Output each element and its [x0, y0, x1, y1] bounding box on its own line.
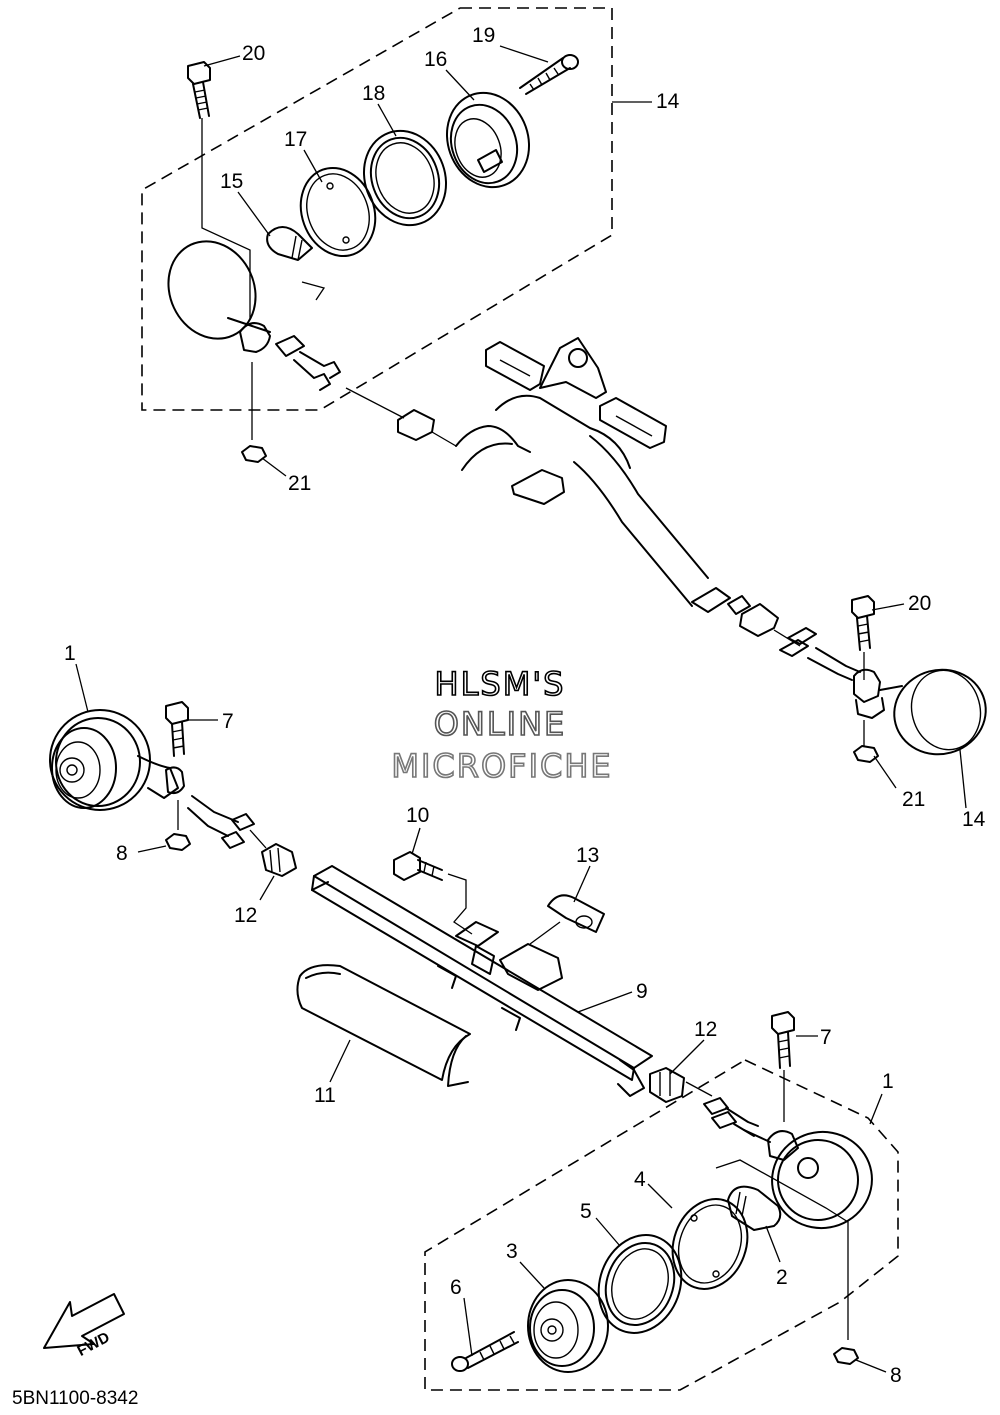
signal-bracket-rear — [455, 337, 731, 613]
wire-path-right — [727, 595, 861, 681]
wires-left — [187, 795, 267, 849]
bolt-20-upper — [187, 61, 251, 320]
watermark-line-2: ONLINE — [434, 705, 567, 743]
watermark: HLSM'S ONLINE MICROFICHE — [391, 664, 612, 786]
nut-8-right — [833, 1347, 859, 1365]
rim-5 — [597, 1234, 683, 1334]
callout-8-left: 8 — [116, 842, 128, 865]
callout-8-right: 8 — [890, 1364, 902, 1387]
callout-1-left: 1 — [64, 642, 76, 665]
bulb-2 — [727, 1185, 782, 1263]
callout-18: 18 — [362, 82, 385, 105]
callout-21-upper: 21 — [288, 472, 311, 495]
callout-3: 3 — [506, 1240, 518, 1263]
callout-6: 6 — [450, 1276, 462, 1299]
nut-8-left — [165, 800, 191, 851]
nut-21-upper — [241, 362, 267, 463]
callout-13: 13 — [576, 844, 599, 867]
callout-5: 5 — [580, 1200, 592, 1223]
callout-12-right: 12 — [694, 1018, 717, 1041]
screw-6 — [451, 1331, 519, 1372]
gasket-17 — [299, 166, 377, 258]
callout-10: 10 — [406, 804, 429, 827]
callout-21-right: 21 — [902, 788, 925, 811]
callout-leaders — [75, 45, 967, 1373]
grommet-12-right — [649, 1067, 713, 1103]
lens-3 — [527, 1279, 609, 1373]
nut-21-right — [853, 745, 879, 763]
front-signal-1-left — [49, 709, 185, 811]
watermark-line-3: MICROFICHE — [391, 747, 612, 785]
callout-14-right: 14 — [962, 808, 986, 831]
callout-14-upper: 14 — [656, 90, 680, 113]
assembly-boundary-lower — [424, 1059, 899, 1391]
wire-path-upper — [345, 387, 457, 447]
callout-16: 16 — [424, 48, 447, 71]
signal-housing-14-upper — [167, 240, 341, 391]
bulb-15 — [266, 226, 326, 301]
callout-9: 9 — [636, 980, 648, 1003]
bolt-20-right — [851, 595, 875, 680]
callout-20-right: 20 — [908, 592, 931, 615]
grommet-12-left — [261, 843, 297, 877]
callout-19: 19 — [472, 24, 495, 47]
fwd-arrow-icon — [43, 1293, 125, 1349]
screw-19 — [519, 54, 579, 95]
callout-2: 2 — [776, 1266, 788, 1289]
signal-stay-9 — [311, 865, 653, 1097]
callout-17: 17 — [284, 128, 307, 151]
callout-12-left: 12 — [234, 904, 257, 927]
lens-16 — [445, 91, 531, 189]
fwd-label: FWD — [74, 1329, 112, 1360]
clamp-13 — [529, 894, 605, 945]
bolt-10 — [393, 851, 473, 935]
callout-1-right: 1 — [882, 1070, 894, 1093]
callout-7-left: 7 — [222, 710, 234, 733]
bolt-7-right — [771, 1011, 795, 1122]
callout-15: 15 — [220, 170, 243, 193]
callout-11: 11 — [314, 1084, 336, 1107]
callout-7-right: 7 — [820, 1026, 832, 1049]
callout-4: 4 — [634, 1168, 646, 1191]
rim-18 — [362, 129, 448, 227]
assembly-boundary-upper — [141, 7, 613, 411]
callout-labels: 20 19 16 18 14 17 15 21 20 21 14 1 7 8 1… — [64, 24, 986, 1387]
front-signal-1-right — [703, 1097, 873, 1340]
diagram-code: 5BN1100-8342 — [12, 1388, 138, 1409]
callout-20-upper: 20 — [242, 42, 265, 65]
signal-housing-14-right — [853, 668, 987, 756]
watermark-line-1: HLSM'S — [435, 665, 566, 703]
cover-11 — [296, 964, 471, 1087]
gasket-4 — [671, 1198, 749, 1290]
bolt-7-left — [165, 701, 189, 757]
